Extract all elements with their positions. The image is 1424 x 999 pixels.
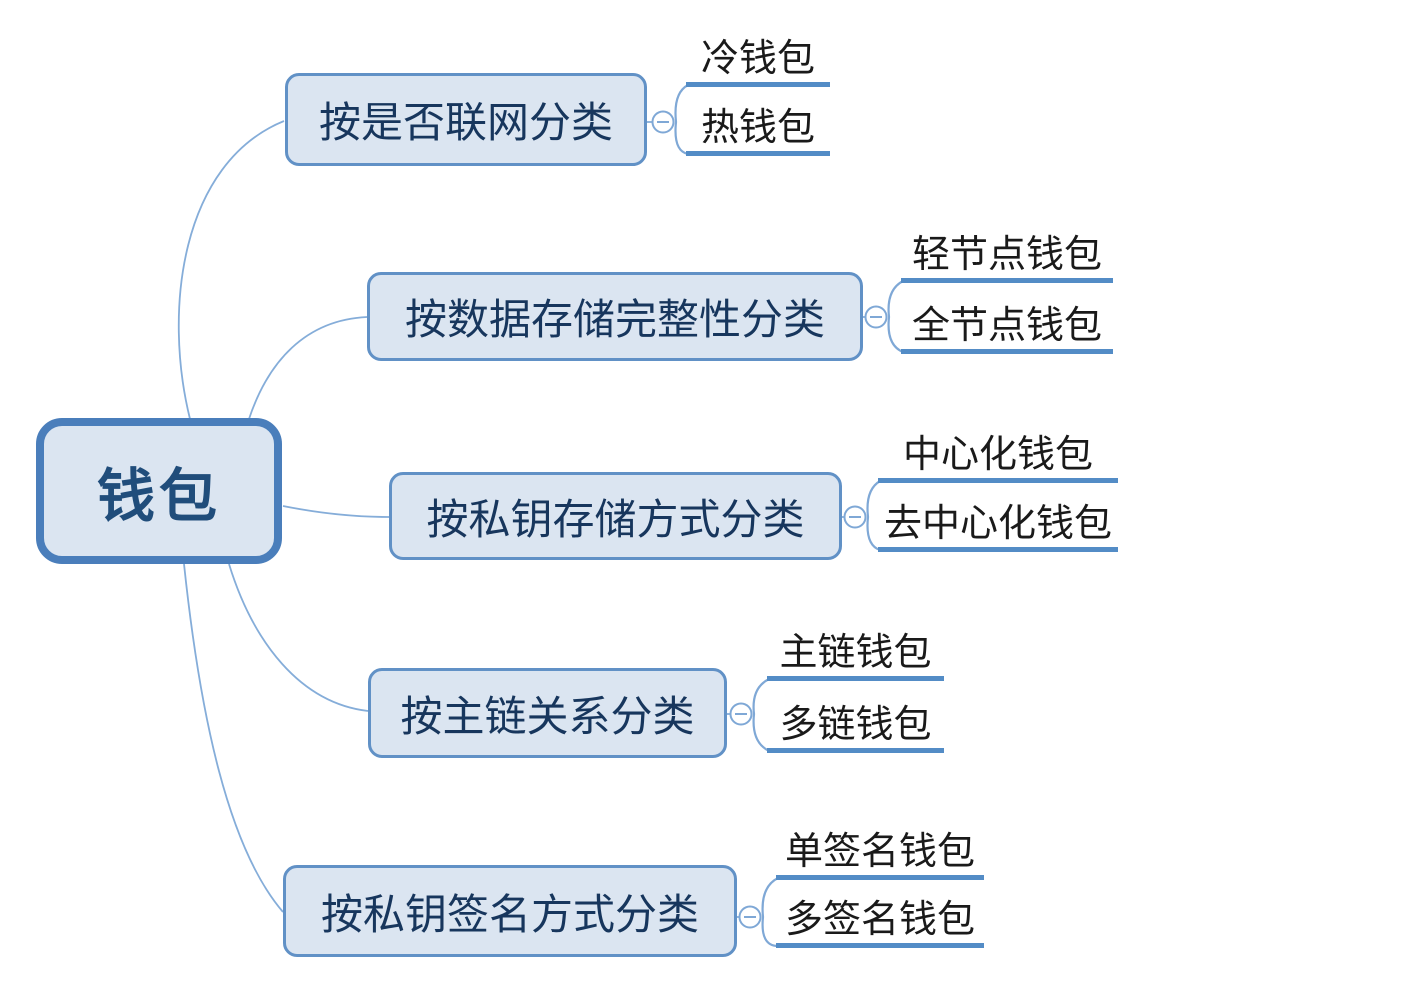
leaf-node-light-node-wallet[interactable]: 轻节点钱包 bbox=[901, 230, 1113, 283]
leaf-node-decentralized-wallet[interactable]: 去中心化钱包 bbox=[878, 499, 1118, 552]
leaf-node-main-chain-wallet[interactable]: 主链钱包 bbox=[767, 628, 944, 681]
leaf-node-cold-wallet[interactable]: 冷钱包 bbox=[686, 34, 830, 87]
connector-root-branch4 bbox=[228, 563, 369, 712]
bracket-branch2-leaves bbox=[887, 279, 905, 354]
bracket-branch3-leaves bbox=[866, 479, 882, 552]
connector-root-branch2 bbox=[248, 316, 368, 420]
collapse-control-branch1[interactable] bbox=[651, 110, 675, 134]
branch-node-main-chain-classification[interactable]: 按主链关系分类 bbox=[368, 668, 727, 758]
leaf-node-single-signature-wallet[interactable]: 单签名钱包 bbox=[776, 827, 984, 880]
collapse-control-branch4[interactable] bbox=[729, 702, 753, 726]
root-node-wallet[interactable]: 钱包 bbox=[36, 418, 282, 564]
branch-node-data-storage-classification[interactable]: 按数据存储完整性分类 bbox=[367, 272, 863, 361]
branch-node-private-key-storage-classification[interactable]: 按私钥存储方式分类 bbox=[389, 472, 842, 560]
collapse-control-branch3[interactable] bbox=[843, 505, 867, 529]
leaf-node-hot-wallet[interactable]: 热钱包 bbox=[686, 103, 830, 156]
connector-root-branch5 bbox=[183, 563, 284, 913]
bracket-branch4-leaves bbox=[752, 677, 771, 753]
collapse-control-branch2[interactable] bbox=[864, 305, 888, 329]
connector-root-branch1 bbox=[177, 120, 285, 420]
leaf-node-centralized-wallet[interactable]: 中心化钱包 bbox=[878, 430, 1118, 483]
leaf-node-multi-chain-wallet[interactable]: 多链钱包 bbox=[767, 700, 944, 753]
branch-node-network-classification[interactable]: 按是否联网分类 bbox=[285, 73, 647, 166]
collapse-control-branch5[interactable] bbox=[738, 905, 762, 929]
leaf-node-full-node-wallet[interactable]: 全节点钱包 bbox=[901, 301, 1113, 354]
bracket-branch1-leaves bbox=[674, 83, 690, 156]
leaf-node-multi-signature-wallet[interactable]: 多签名钱包 bbox=[776, 895, 984, 948]
connector-root-branch3 bbox=[282, 505, 390, 518]
branch-node-private-key-signing-classification[interactable]: 按私钥签名方式分类 bbox=[283, 865, 737, 957]
bracket-branch5-leaves bbox=[761, 876, 780, 948]
